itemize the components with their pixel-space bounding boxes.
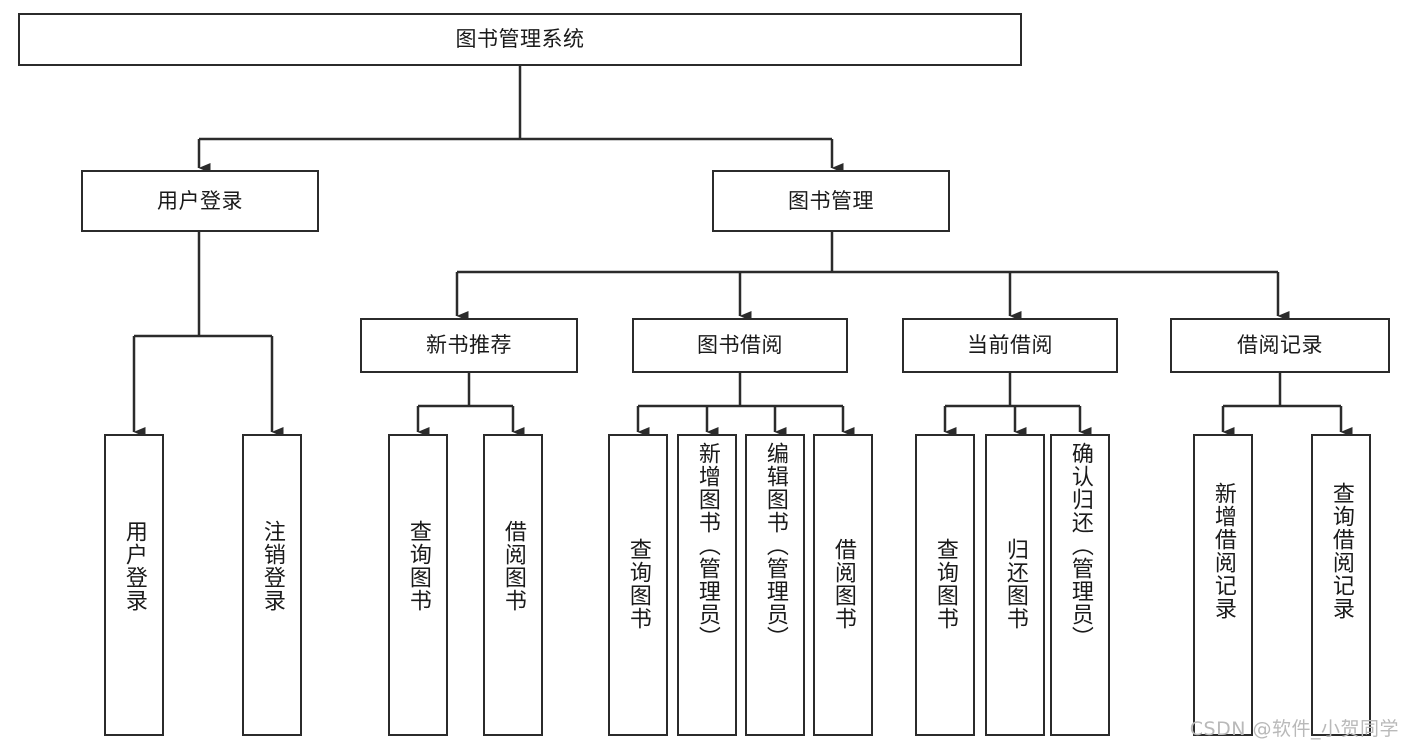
leaf-borrow-book-recommend[interactable]: 借阅图书 [483,434,543,736]
node-user-login[interactable]: 用户登录 [81,170,319,232]
node-root-label: 图书管理系统 [455,27,585,52]
leaf-query-borrow-record-label: 查询借阅记录 [1328,482,1354,620]
leaf-query-book-recommend[interactable]: 查询图书 [388,434,448,736]
leaf-return-book-label: 归还图书 [1002,538,1028,630]
node-new-book-recommend[interactable]: 新书推荐 [360,318,578,373]
node-new-book-recommend-label: 新书推荐 [426,333,512,358]
leaf-add-borrow-record-label: 新增借阅记录 [1210,482,1236,620]
leaf-query-book-borrow[interactable]: 查询图书 [608,434,668,736]
leaf-edit-book-admin[interactable]: 编辑图书（管理员） [745,434,805,736]
leaf-add-book-admin[interactable]: 新增图书（管理员） [677,434,737,736]
leaf-query-book-current[interactable]: 查询图书 [915,434,975,736]
node-user-login-label: 用户登录 [157,188,243,213]
leaf-query-book-recommend-label: 查询图书 [405,520,431,612]
node-book-management-label: 图书管理 [788,188,874,213]
node-book-management[interactable]: 图书管理 [712,170,950,232]
leaf-borrow-book[interactable]: 借阅图书 [813,434,873,736]
node-root[interactable]: 图书管理系统 [18,13,1022,66]
node-borrow-record[interactable]: 借阅记录 [1170,318,1390,373]
leaf-add-borrow-record[interactable]: 新增借阅记录 [1193,434,1253,736]
leaf-borrow-book-label: 借阅图书 [830,538,856,630]
leaf-user-login-label: 用户登录 [121,520,147,612]
leaf-add-book-admin-label: 新增图书（管理员） [694,442,720,649]
leaf-confirm-return-admin[interactable]: 确认归还（管理员） [1050,434,1110,736]
node-current-borrow-label: 当前借阅 [967,333,1053,358]
leaf-query-borrow-record[interactable]: 查询借阅记录 [1311,434,1371,736]
leaf-logout[interactable]: 注销登录 [242,434,302,736]
node-book-borrow[interactable]: 图书借阅 [632,318,848,373]
leaf-user-login[interactable]: 用户登录 [104,434,164,736]
leaf-query-book-borrow-label: 查询图书 [625,538,651,630]
leaf-return-book[interactable]: 归还图书 [985,434,1045,736]
node-borrow-record-label: 借阅记录 [1237,333,1323,358]
node-book-borrow-label: 图书借阅 [697,333,783,358]
leaf-borrow-book-recommend-label: 借阅图书 [500,520,526,612]
leaf-query-book-current-label: 查询图书 [932,538,958,630]
node-current-borrow[interactable]: 当前借阅 [902,318,1118,373]
leaf-confirm-return-admin-label: 确认归还（管理员） [1067,442,1093,649]
watermark-text: CSDN @软件_小贺同学 [1189,718,1399,740]
leaf-logout-label: 注销登录 [259,520,285,612]
leaf-edit-book-admin-label: 编辑图书（管理员） [762,442,788,649]
